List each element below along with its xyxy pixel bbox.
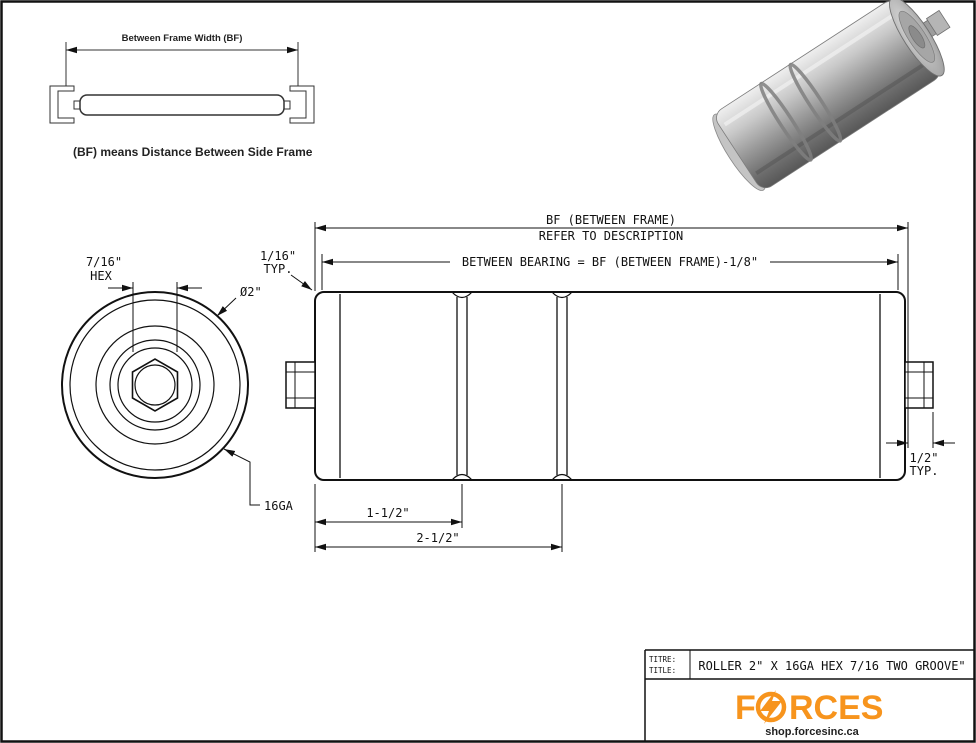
roller-end-view <box>61 291 249 479</box>
dimension-typ-right <box>886 412 955 448</box>
inset-left-shaft <box>73 100 81 110</box>
title-block <box>644 649 974 741</box>
dimension-bf <box>314 222 909 448</box>
logo-o-ring <box>755 691 787 723</box>
roller-3d-groove-1 <box>758 81 814 162</box>
dim-diameter-leader <box>216 297 237 317</box>
inset-dimension-label: Between Frame Width (BF) <box>122 33 243 44</box>
dim-between-bearing: BETWEEN BEARING = BF (BETWEEN FRAME)-1/8… <box>462 255 758 269</box>
roller-3d-groove-2 <box>788 62 843 143</box>
bf-legend-inset <box>49 42 315 124</box>
inset-caption: (BF) means Distance Between Side Frame <box>73 145 313 159</box>
groove-1 <box>451 291 473 481</box>
left-shaft <box>285 361 316 409</box>
dimension-grooves <box>314 484 563 552</box>
roller-side-view <box>285 291 934 481</box>
lightning-bolt-icon <box>760 690 782 724</box>
logo-text-rces: RCES <box>789 689 883 727</box>
dim-hex-value: 7/16" <box>86 255 122 269</box>
dim-typ-left-value: 1/16" <box>260 249 296 263</box>
title-block-titre-label: TITRE: <box>649 655 676 664</box>
roller-3d-render <box>712 0 951 191</box>
inset-right-frame <box>289 85 315 124</box>
title-block-title: ROLLER 2" X 16GA HEX 7/16 TWO GROOVE" <box>698 659 965 673</box>
inset-roller <box>79 94 285 116</box>
logo-url: shop.forcesinc.ca <box>765 726 859 738</box>
dim-hex-label: HEX <box>90 269 112 283</box>
title-block-title-label: TITLE: <box>649 666 676 675</box>
dimension-hex <box>108 282 202 352</box>
dim-typ-right-value: 1/2" <box>910 451 939 465</box>
logo-text-f: F <box>735 689 756 727</box>
right-shaft <box>904 361 934 409</box>
dim-bf-line1: BF (BETWEEN FRAME) <box>546 213 676 227</box>
dim-bf-line2: REFER TO DESCRIPTION <box>539 229 684 243</box>
inset-right-shaft <box>283 100 291 110</box>
inset-left-frame <box>49 85 75 124</box>
dimension-between-bearing <box>321 254 899 290</box>
dim-typ-right-label: TYP. <box>910 464 939 478</box>
dim-gauge-value: 16GA <box>264 499 294 513</box>
hex-bore <box>131 358 179 412</box>
dim-gauge-leader <box>223 448 260 506</box>
dim-groove2-value: 2-1/2" <box>416 531 459 545</box>
forces-logo: F RCES shop.forcesinc.ca <box>735 689 883 738</box>
groove-2 <box>551 291 573 481</box>
dim-groove1-value: 1-1/2" <box>366 506 409 520</box>
dim-diameter-value: Ø2" <box>240 285 262 299</box>
dim-typ-left-label: TYP. <box>264 262 293 276</box>
roller-body <box>314 291 906 481</box>
dim-typ-left-leader <box>290 274 313 291</box>
roller-3d-hex-end <box>925 9 951 36</box>
